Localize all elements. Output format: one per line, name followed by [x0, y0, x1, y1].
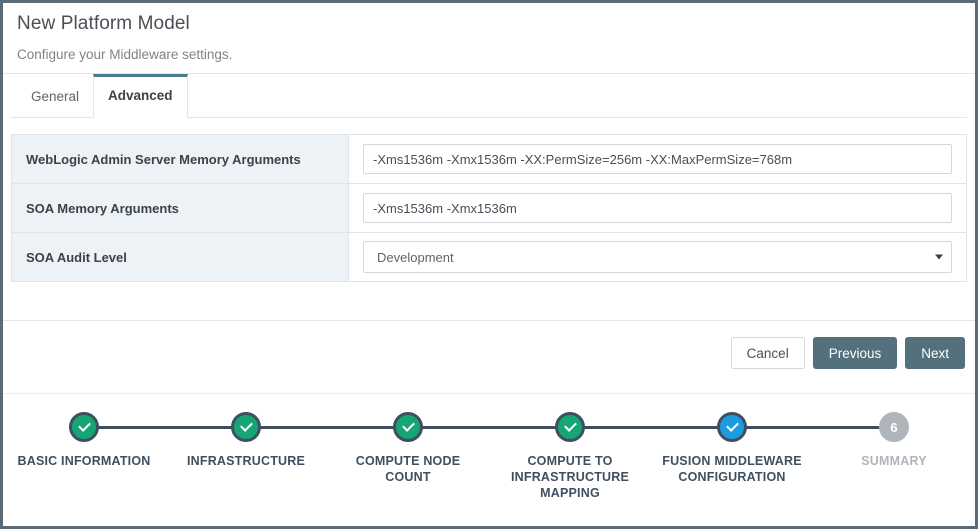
step-connector	[246, 426, 408, 429]
step-connector	[732, 426, 894, 429]
step-label: INFRASTRUCTURE	[186, 454, 306, 468]
tab-bar: General Advanced	[3, 74, 975, 118]
step-label: COMPUTE NODE COUNT	[355, 454, 461, 484]
tab-general[interactable]: General	[31, 89, 80, 104]
next-button[interactable]: Next	[905, 337, 965, 369]
field-cell: Development	[348, 232, 967, 282]
step-label: FUSION MIDDLEWARE CONFIGURATION	[662, 454, 802, 484]
settings-table: WebLogic Admin Server Memory Arguments S…	[11, 134, 967, 282]
label-soa-audit-level: SOA Audit Level	[11, 232, 349, 282]
page-subtitle: Configure your Middleware settings.	[17, 47, 233, 62]
tab-advanced[interactable]: Advanced	[93, 74, 188, 118]
step-compute-node-count[interactable]: COMPUTE NODE COUNT	[327, 412, 570, 501]
step-connector	[408, 426, 570, 429]
step-bullet-done	[231, 412, 261, 442]
tab-bar-underline	[11, 117, 967, 118]
step-summary[interactable]: 6 SUMMARY	[813, 412, 975, 501]
step-bullet-done	[69, 412, 99, 442]
previous-button[interactable]: Previous	[812, 337, 898, 369]
soa-memory-arguments-input[interactable]	[363, 193, 952, 223]
step-compute-to-infrastructure-mapping[interactable]: COMPUTE TO INFRASTRUCTURE MAPPING	[489, 412, 732, 501]
step-label: SUMMARY	[861, 454, 927, 468]
wizard-stepper: BASIC INFORMATION INFRASTRUCTURE COMPUTE…	[3, 393, 975, 501]
step-fusion-middleware-configuration[interactable]: FUSION MIDDLEWARE CONFIGURATION	[651, 412, 894, 501]
check-icon	[401, 419, 415, 432]
table-row: SOA Memory Arguments	[11, 183, 967, 233]
step-bullet-done	[393, 412, 423, 442]
wizard-footer: Cancel Previous Next	[3, 320, 975, 369]
check-icon	[725, 419, 739, 432]
step-bullet-current	[717, 412, 747, 442]
soa-audit-level-select[interactable]: Development	[363, 241, 952, 273]
check-icon	[77, 419, 91, 432]
table-row: WebLogic Admin Server Memory Arguments	[11, 134, 967, 184]
settings-form: WebLogic Admin Server Memory Arguments S…	[3, 118, 975, 282]
tab-list: General Advanced	[17, 74, 975, 118]
page-title: New Platform Model	[17, 13, 190, 34]
cancel-button[interactable]: Cancel	[730, 337, 805, 369]
page-header: New Platform Model Configure your Middle…	[3, 3, 975, 74]
label-weblogic-admin-server-memory-arguments: WebLogic Admin Server Memory Arguments	[11, 134, 349, 184]
step-infrastructure[interactable]: INFRASTRUCTURE	[165, 412, 408, 501]
step-number: 6	[890, 419, 898, 435]
check-icon	[239, 419, 253, 432]
field-cell	[348, 183, 967, 233]
step-basic-information[interactable]: BASIC INFORMATION	[3, 412, 246, 501]
weblogic-admin-server-memory-arguments-input[interactable]	[363, 144, 952, 174]
step-connector	[570, 426, 732, 429]
soa-audit-level-selected-value: Development	[377, 249, 454, 265]
step-bullet-todo: 6	[879, 412, 909, 442]
step-connector	[84, 426, 246, 429]
step-list: BASIC INFORMATION INFRASTRUCTURE COMPUTE…	[3, 412, 975, 501]
table-row: SOA Audit Level Development	[11, 232, 967, 282]
check-icon	[563, 419, 577, 432]
step-label: BASIC INFORMATION	[17, 454, 151, 468]
soa-audit-level-select-wrap: Development	[363, 241, 952, 273]
chevron-down-icon	[935, 254, 943, 260]
step-bullet-done	[555, 412, 585, 442]
field-cell	[348, 134, 967, 184]
step-label: COMPUTE TO INFRASTRUCTURE MAPPING	[510, 454, 630, 500]
label-soa-memory-arguments: SOA Memory Arguments	[11, 183, 349, 233]
